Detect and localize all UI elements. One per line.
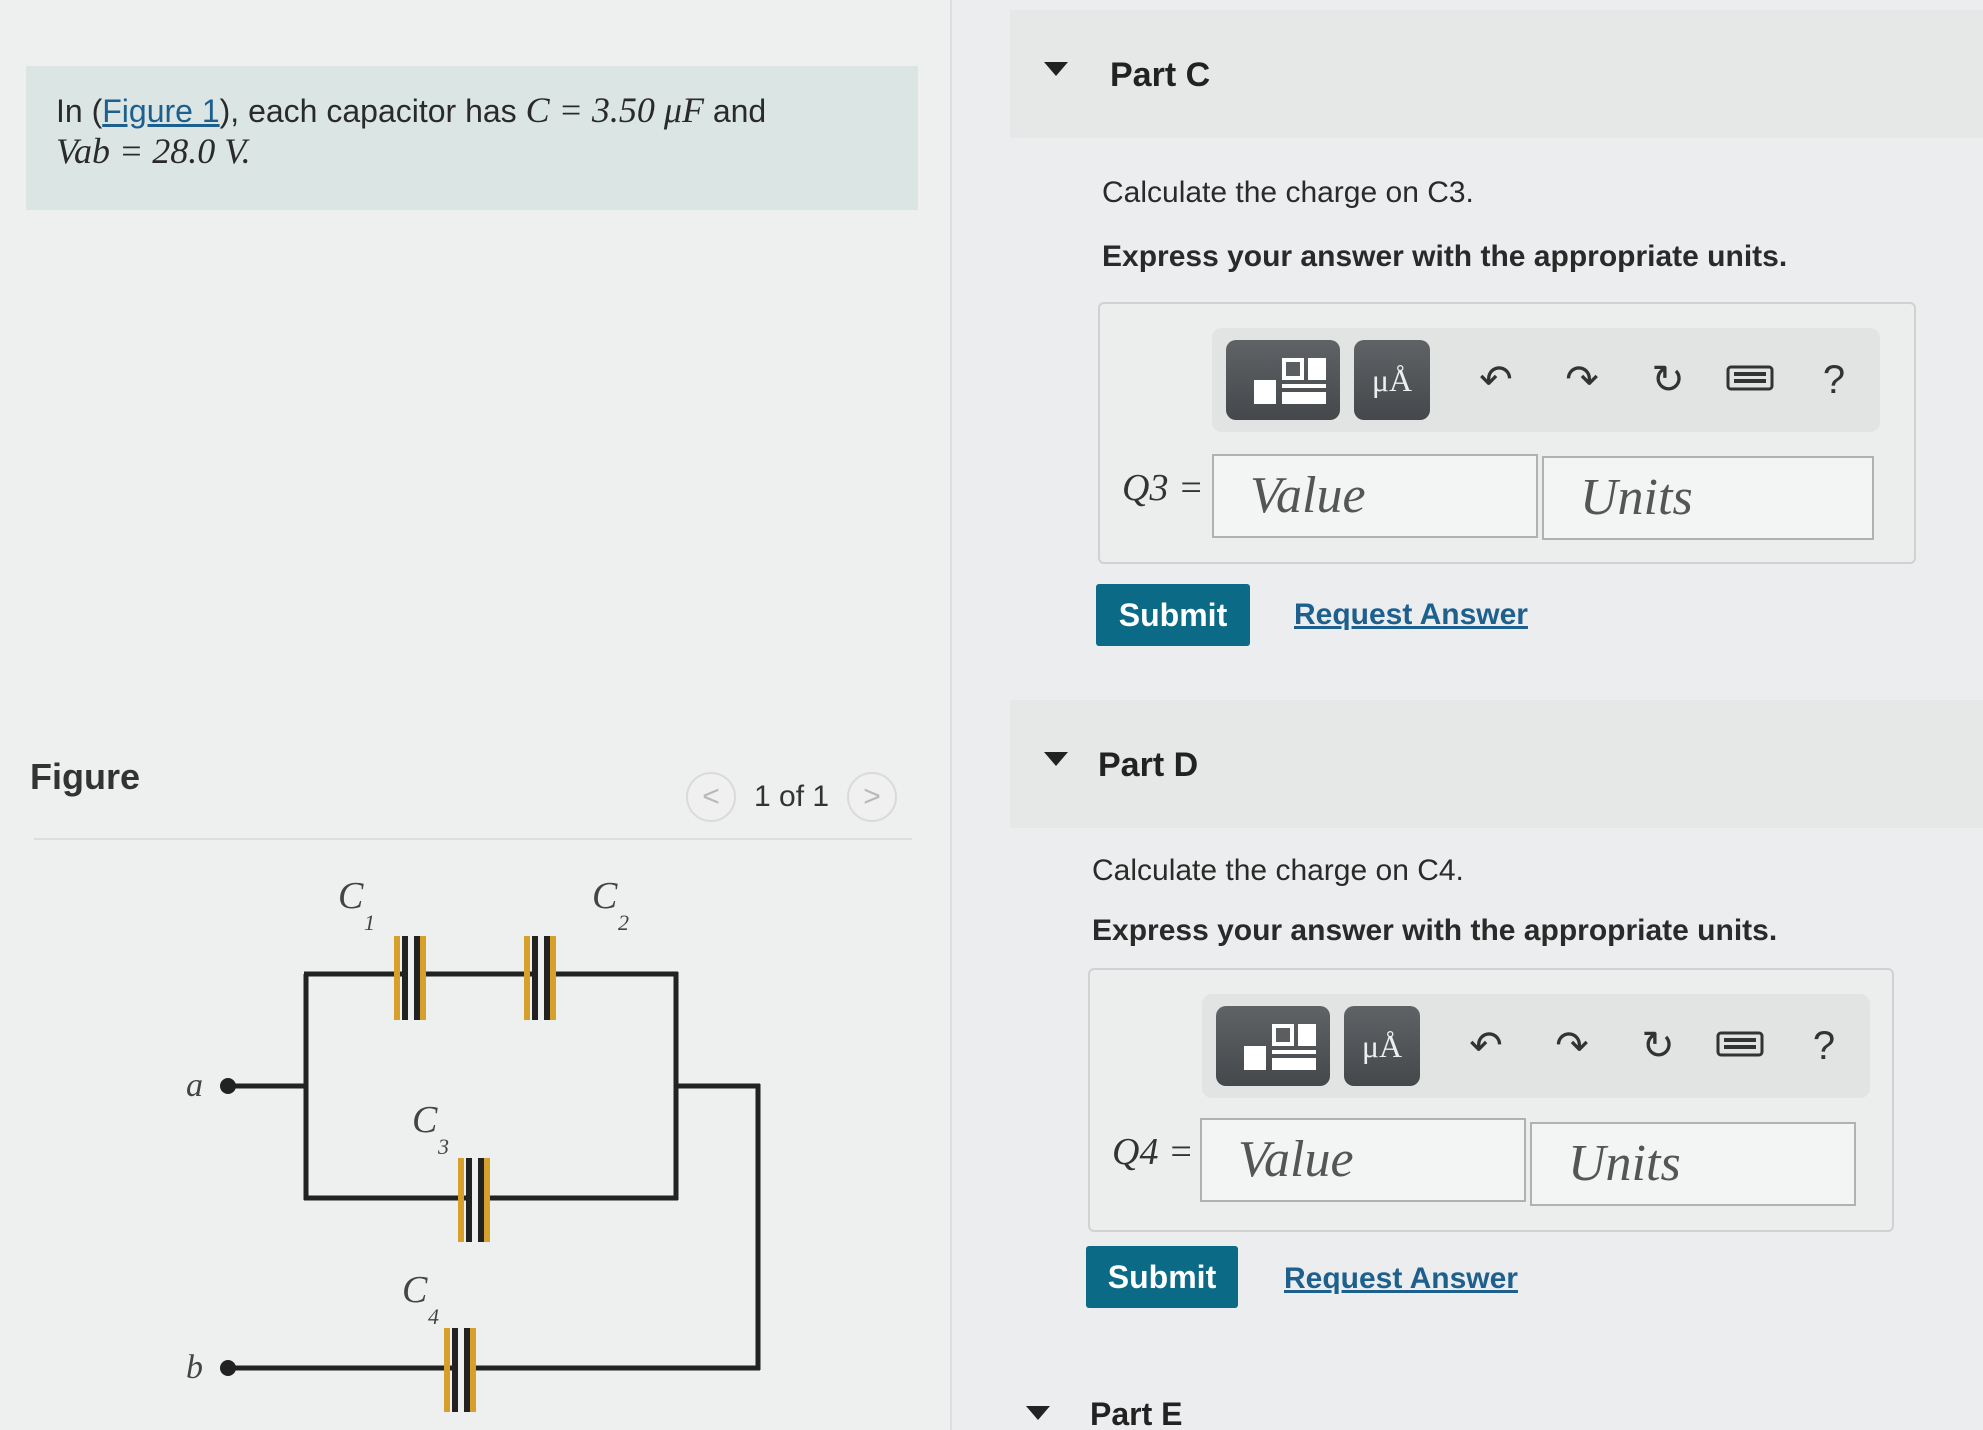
- caret-down-icon[interactable]: [1026, 1406, 1050, 1420]
- pager-count: 1 of 1: [754, 780, 830, 813]
- part-d-answer-box: μÅ ↶ ↷ ↻ ? Q4 = Value Units: [1088, 968, 1894, 1232]
- help-icon[interactable]: ?: [1812, 1023, 1836, 1068]
- q3-units-input[interactable]: Units: [1542, 456, 1874, 540]
- q4-label: Q4 =: [1112, 1131, 1194, 1173]
- next-figure-button[interactable]: >: [847, 772, 898, 822]
- part-d-header[interactable]: Part D: [1010, 700, 1983, 828]
- help-icon[interactable]: ?: [1822, 357, 1846, 402]
- c4-subscript: 4: [428, 1304, 439, 1329]
- part-c-instruction: Express your answer with the appropriate…: [1102, 240, 1788, 273]
- part-d-question: Calculate the charge on C4.: [1092, 854, 1464, 887]
- pane-divider: [950, 0, 952, 1430]
- c1-subscript: 1: [364, 910, 375, 935]
- c3-subscript: 3: [437, 1134, 449, 1159]
- part-e-header[interactable]: Part E: [1010, 1380, 1983, 1430]
- part-d-request-answer-link[interactable]: Request Answer: [1284, 1262, 1518, 1295]
- templates-icon: [1254, 358, 1326, 404]
- voltage-value: Vab = 28.0 V.: [56, 131, 251, 171]
- q4-units-input[interactable]: Units: [1530, 1122, 1856, 1206]
- part-c-question: Calculate the charge on C3.: [1102, 176, 1474, 209]
- caret-down-icon[interactable]: [1044, 62, 1068, 76]
- part-d-title: Part D: [1098, 746, 1199, 784]
- figure-title: Figure: [30, 756, 141, 797]
- circuit-diagram: C 1 C 2 C 3 C 4 a b: [186, 875, 761, 1412]
- reset-icon[interactable]: ↻: [1641, 1024, 1675, 1068]
- chevron-right-icon: >: [863, 780, 881, 813]
- capacitance-value: C = 3.50 μF: [525, 90, 704, 130]
- problem-text-middle: ), each capacitor has: [219, 93, 517, 129]
- c1-label: C: [338, 875, 364, 917]
- part-c-toolbar: μÅ ↶ ↷ ↻ ?: [1212, 328, 1880, 432]
- redo-icon[interactable]: ↷: [1555, 1024, 1589, 1068]
- figure-divider: [34, 838, 912, 840]
- units-symbol: μÅ: [1371, 361, 1413, 398]
- keyboard-icon[interactable]: [1702, 1024, 1778, 1069]
- templates-button[interactable]: [1216, 1006, 1330, 1086]
- problem-text-prefix: In (: [56, 93, 103, 129]
- redo-icon[interactable]: ↷: [1565, 358, 1599, 402]
- units-button[interactable]: μÅ: [1354, 340, 1430, 420]
- keyboard-icon[interactable]: [1712, 358, 1788, 403]
- terminal-b-label: b: [186, 1349, 203, 1386]
- problem-pane: In (Figure 1), each capacitor has C = 3.…: [0, 0, 950, 1430]
- terminal-a-label: a: [186, 1067, 203, 1104]
- chevron-left-icon: <: [702, 780, 720, 813]
- part-c-answer-box: μÅ ↶ ↷ ↻ ? Q3 = Value Units: [1098, 302, 1916, 564]
- keyboard-glyph: [1716, 1031, 1764, 1056]
- part-c-header[interactable]: Part C: [1010, 10, 1983, 138]
- undo-icon[interactable]: ↶: [1469, 1024, 1503, 1068]
- c4-label: C: [402, 1269, 428, 1311]
- part-c-submit-button[interactable]: Submit: [1096, 584, 1250, 646]
- part-c-request-answer-link[interactable]: Request Answer: [1294, 598, 1528, 631]
- q3-label: Q3 =: [1122, 467, 1204, 509]
- part-d-submit-button[interactable]: Submit: [1086, 1246, 1238, 1308]
- caret-down-icon[interactable]: [1044, 752, 1068, 766]
- units-symbol: μÅ: [1361, 1027, 1403, 1064]
- q3-value-input[interactable]: Value: [1212, 454, 1538, 538]
- templates-icon: [1244, 1024, 1316, 1070]
- reset-icon[interactable]: ↻: [1651, 358, 1685, 402]
- part-c-title: Part C: [1110, 56, 1211, 94]
- templates-button[interactable]: [1226, 340, 1340, 420]
- keyboard-glyph: [1726, 365, 1774, 390]
- problem-statement: In (Figure 1), each capacitor has C = 3.…: [26, 66, 918, 210]
- part-d-toolbar: μÅ ↶ ↷ ↻ ?: [1202, 994, 1870, 1098]
- q4-value-input[interactable]: Value: [1200, 1118, 1526, 1202]
- c2-label: C: [592, 875, 618, 917]
- units-button[interactable]: μÅ: [1344, 1006, 1420, 1086]
- c3-label: C: [412, 1099, 438, 1141]
- part-e-title: Part E: [1090, 1396, 1183, 1430]
- undo-icon[interactable]: ↶: [1479, 358, 1513, 402]
- problem-text-and: and: [712, 93, 767, 129]
- figure-pager: < 1 of 1 >: [686, 772, 898, 822]
- c2-subscript: 2: [618, 910, 629, 935]
- figure-link[interactable]: Figure 1: [102, 93, 220, 129]
- previous-figure-button[interactable]: <: [686, 772, 736, 822]
- part-d-instruction: Express your answer with the appropriate…: [1092, 914, 1778, 947]
